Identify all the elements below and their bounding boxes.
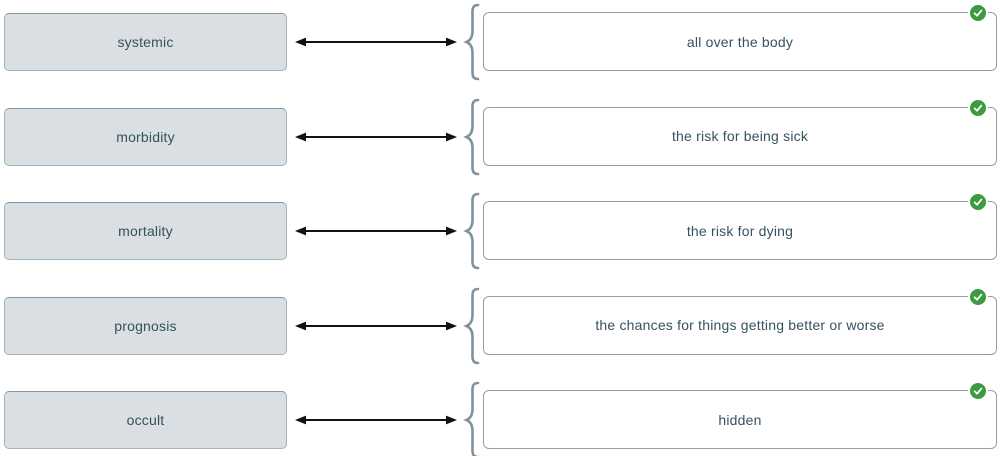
match-row: systemic all over the body [0, 3, 1000, 81]
correct-check-icon [968, 3, 988, 23]
double-arrow-icon [295, 132, 457, 141]
term-label: occult [126, 412, 165, 428]
term-label: systemic [117, 34, 174, 50]
definition-card[interactable]: all over the body [483, 3, 997, 71]
definition-label: the chances for things getting better or… [595, 317, 885, 333]
term-card[interactable]: occult [4, 391, 287, 449]
correct-check-icon [968, 286, 988, 307]
correct-check-icon [968, 381, 988, 401]
definition-card[interactable]: the risk for being sick [483, 97, 997, 166]
term-card[interactable]: mortality [4, 202, 287, 260]
double-arrow-icon [295, 226, 457, 236]
term-card[interactable]: systemic [4, 13, 287, 71]
double-arrow-icon [295, 37, 457, 47]
match-row: occult hidden [0, 381, 1000, 456]
left-brace-icon [463, 381, 480, 456]
correct-check-icon [968, 97, 988, 118]
definition-label: hidden [718, 411, 762, 428]
match-row: mortality the risk for dying [0, 192, 1000, 270]
definition-label: the risk for dying [686, 222, 794, 239]
left-brace-icon [463, 98, 480, 175]
correct-check-icon [968, 192, 988, 212]
match-row: morbidity the risk for being sick [0, 97, 1000, 175]
definition-card[interactable]: hidden [483, 381, 997, 449]
double-arrow-icon [295, 415, 457, 425]
term-card[interactable]: prognosis [4, 296, 287, 355]
definition-card[interactable]: the chances for things getting better or… [483, 286, 997, 355]
term-label: morbidity [116, 128, 175, 145]
definition-label: all over the body [686, 33, 794, 50]
term-label: prognosis [114, 317, 177, 334]
term-card[interactable]: morbidity [4, 107, 287, 166]
left-brace-icon [463, 287, 480, 364]
definition-card[interactable]: the risk for dying [483, 192, 997, 260]
left-brace-icon [463, 3, 480, 81]
left-brace-icon [463, 192, 480, 270]
term-label: mortality [118, 223, 173, 239]
double-arrow-icon [295, 321, 457, 330]
match-row: prognosis the chances for things getting… [0, 286, 1000, 364]
definition-label: the risk for being sick [671, 128, 809, 144]
